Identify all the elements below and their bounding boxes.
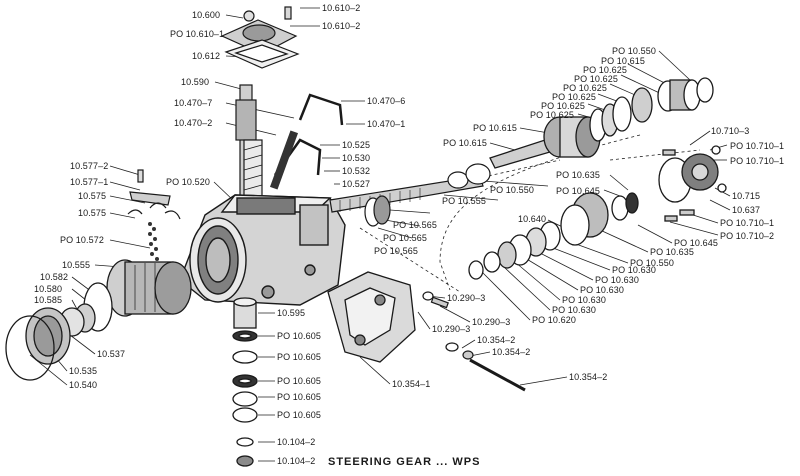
part-label: 10.290–3 xyxy=(472,317,511,327)
part-label: 10.290–3 xyxy=(432,324,471,334)
part-label: 10.537 xyxy=(97,349,126,359)
part-label: PO 10.710–1 xyxy=(730,141,785,151)
part-label: 10.535 xyxy=(69,366,98,376)
part-label: PO 10.625 xyxy=(541,101,585,111)
part-label: 10.470–1 xyxy=(367,119,406,129)
part-label: PO 10.605 xyxy=(277,392,321,402)
part-label: 10.470–6 xyxy=(367,96,406,106)
part-label: PO 10.630 xyxy=(552,305,596,315)
part-label: 10.580 xyxy=(34,284,63,294)
part-label: 10.640 xyxy=(518,214,547,224)
part-label: PO 10.555 xyxy=(442,196,486,206)
part-label: PO 10.625 xyxy=(552,92,596,102)
part-label: PO 10.605 xyxy=(277,331,321,341)
part-label: 10.104–2 xyxy=(277,456,316,466)
part-label: 10.590 xyxy=(181,77,210,87)
part-label: PO 10.550 xyxy=(612,46,656,56)
part-label: 10.575 xyxy=(78,208,107,218)
part-label: PO 10.615 xyxy=(601,56,645,66)
part-label: PO 10.620 xyxy=(532,315,576,325)
part-label: 10.354–2 xyxy=(492,347,531,357)
part-label: PO 10.645 xyxy=(674,238,718,248)
part-label: PO 10.615 xyxy=(473,123,517,133)
part-label: PO 10.625 xyxy=(583,65,627,75)
part-label: PO 10.625 xyxy=(574,74,618,84)
part-label: 10.525 xyxy=(342,140,371,150)
part-label: PO 10.605 xyxy=(277,352,321,362)
part-label: PO 10.710–1 xyxy=(720,218,775,228)
part-label: PO 10.625 xyxy=(563,83,607,93)
part-label: PO 10.565 xyxy=(374,246,418,256)
part-label: 10.610–2 xyxy=(322,3,361,13)
part-label: PO 10.710–2 xyxy=(720,231,775,241)
part-label: 10.354–2 xyxy=(569,372,608,382)
part-label: PO 10.630 xyxy=(562,295,606,305)
part-label: PO 10.615 xyxy=(443,138,487,148)
diagram-title: STEERING GEAR ... WPS xyxy=(328,456,481,468)
part-label: 10.555 xyxy=(62,260,91,270)
part-label: 10.577–2 xyxy=(70,161,109,171)
part-label: PO 10.605 xyxy=(277,410,321,420)
part-label: PO 10.635 xyxy=(650,247,694,257)
part-label: 10.577–1 xyxy=(70,177,109,187)
part-label: PO 10.550 xyxy=(630,258,674,268)
part-label: 10.530 xyxy=(342,153,371,163)
part-label: PO 10.710–1 xyxy=(730,156,785,166)
part-label: PO 10.645 xyxy=(556,186,600,196)
part-label: PO 10.610–1 xyxy=(170,29,225,39)
part-label: PO 10.565 xyxy=(383,233,427,243)
part-label: 10.470–7 xyxy=(174,98,213,108)
part-label: PO 10.550 xyxy=(490,185,534,195)
part-label: 10.290–3 xyxy=(447,293,486,303)
part-label: PO 10.572 xyxy=(60,235,104,245)
part-label: 10.527 xyxy=(342,179,371,189)
part-label: 10.575 xyxy=(78,191,107,201)
part-label: PO 10.565 xyxy=(393,220,437,230)
part-label: PO 10.630 xyxy=(612,265,656,275)
part-label: PO 10.520 xyxy=(166,177,210,187)
part-label: PO 10.605 xyxy=(277,376,321,386)
part-label: PO 10.630 xyxy=(580,285,624,295)
part-label: 10.104–2 xyxy=(277,437,316,447)
part-label: 10.354–2 xyxy=(477,335,516,345)
part-label: 10.470–2 xyxy=(174,118,213,128)
part-label: 10.354–1 xyxy=(392,379,431,389)
part-label: PO 10.630 xyxy=(595,275,639,285)
part-label: 10.612 xyxy=(192,51,221,61)
part-label: 10.585 xyxy=(34,295,63,305)
part-label: 10.532 xyxy=(342,166,371,176)
part-label: 10.600 xyxy=(192,10,221,20)
part-label: 10.582 xyxy=(40,272,69,282)
part-label: 10.637 xyxy=(732,205,761,215)
part-label: PO 10.625 xyxy=(530,110,574,120)
part-label: PO 10.635 xyxy=(556,170,600,180)
part-label: 10.595 xyxy=(277,308,306,318)
part-label: 10.710–3 xyxy=(711,126,750,136)
part-label: 10.540 xyxy=(69,380,98,390)
part-label: 10.715 xyxy=(732,191,761,201)
part-label: 10.610–2 xyxy=(322,21,361,31)
